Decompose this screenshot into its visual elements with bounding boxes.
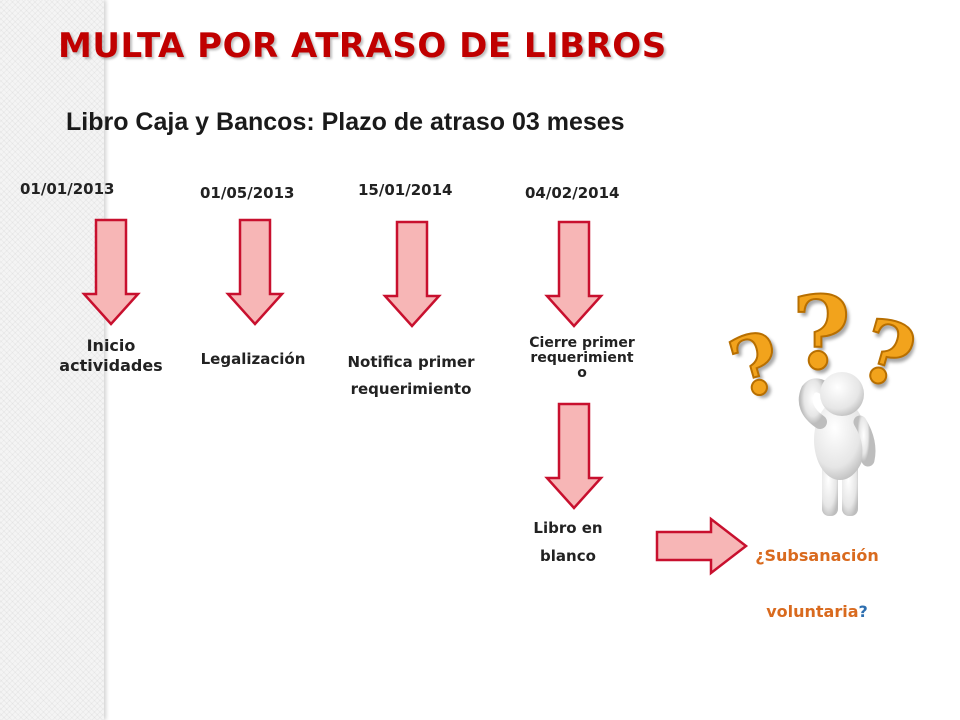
- question-prefix: ¿Subsanación: [755, 546, 879, 565]
- timeline-label-inicio-actividades: Inicio actividades: [59, 336, 163, 375]
- timeline-date-2: 01/05/2013: [200, 184, 295, 202]
- down-arrow-icon: [382, 220, 442, 328]
- decorative-side-strip: [0, 0, 104, 720]
- down-arrow-icon: [544, 402, 604, 510]
- slide-title: MULTA POR ATRASO DE LIBROS: [58, 26, 667, 66]
- thinking-person-figure: [798, 372, 876, 516]
- timeline-date-4: 04/02/2014: [525, 184, 620, 202]
- timeline-label-notifica-requerimiento: Notifica primer requerimiento: [347, 353, 475, 398]
- timeline-label-legalizacion: Legalización: [200, 350, 306, 368]
- timeline-label-cierre-requerimiento: Cierre primer requerimient o: [529, 335, 635, 381]
- down-arrow-icon: [81, 218, 141, 326]
- timeline-date-1: 01/01/2013: [20, 180, 115, 198]
- down-arrow-icon: [544, 220, 604, 328]
- question-line2: voluntaria: [766, 602, 859, 621]
- question-suffix: ?: [858, 602, 868, 621]
- question-text: ¿Subsanación voluntaria?: [742, 514, 892, 626]
- timeline-date-3: 15/01/2014: [358, 181, 453, 199]
- slide-subtitle: Libro Caja y Bancos: Plazo de atraso 03 …: [66, 108, 625, 136]
- right-arrow-icon: [655, 516, 749, 576]
- down-arrow-icon: [225, 218, 285, 326]
- label-libro-en-blanco: Libro en blanco: [533, 519, 603, 565]
- thinking-person-question-marks-icon: ? ? ?: [719, 273, 930, 530]
